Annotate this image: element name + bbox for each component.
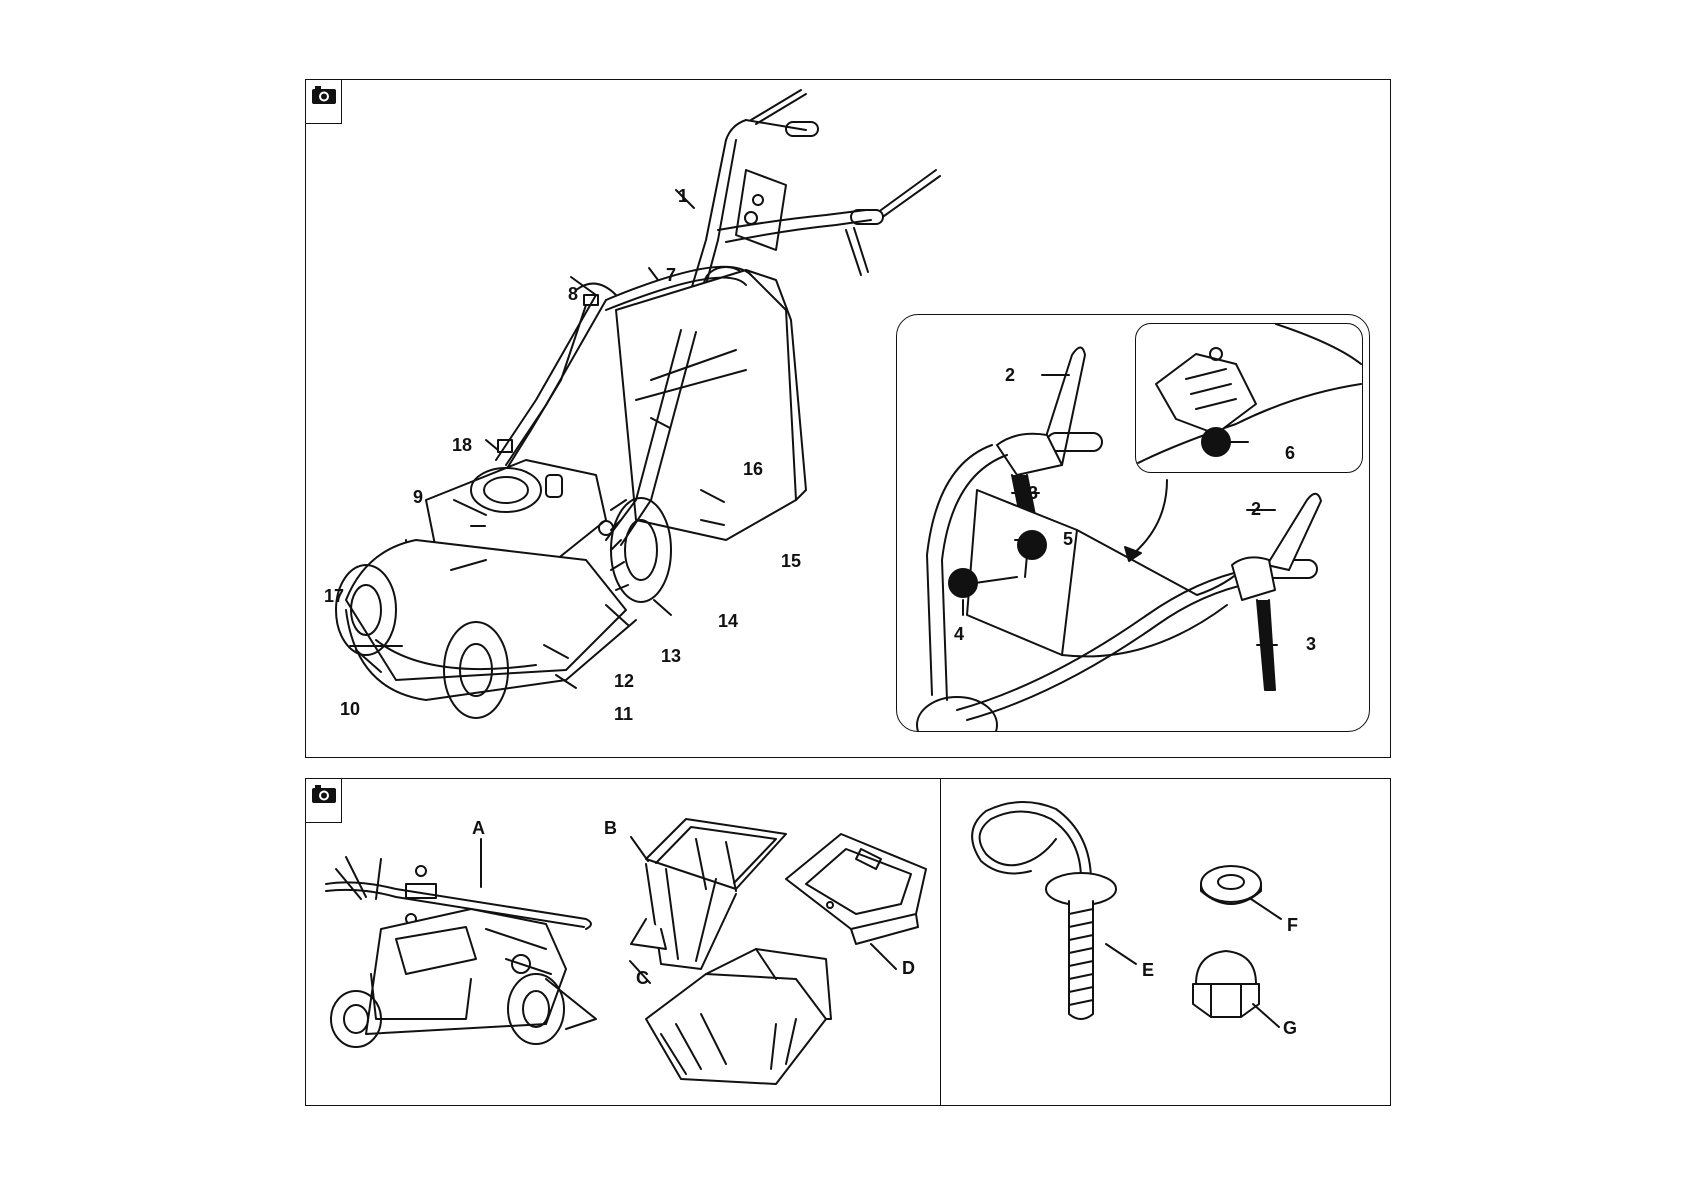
callout-12: 12 [614,671,635,691]
callout-14: 14 [718,611,739,631]
camera-icon [312,785,336,803]
mower-drawing [335,89,941,719]
callout-11: 11 [614,704,634,724]
hardware-panel: E F G [940,778,1391,1106]
camera-icon-box [306,80,342,124]
callout-F: F [1287,915,1298,935]
callout-10: 10 [340,699,361,719]
callout-inset-4: 4 [954,624,965,644]
detail-inset [1135,323,1363,473]
callout-7: 7 [666,265,677,285]
callout-18: 18 [452,435,473,455]
controls-drawing [916,346,1322,731]
callout-1: 1 [678,186,689,206]
callout-inset-2a: 2 [1005,365,1016,385]
callout-13: 13 [661,646,682,666]
detail-drawing [1136,324,1362,465]
camera-icon [312,86,336,104]
callout-D: D [902,958,915,978]
callout-17: 17 [324,586,345,606]
callout-inset-6: 6 [1285,443,1296,463]
callout-A: A [472,818,485,838]
callout-16: 16 [743,459,764,479]
callout-inset-3a: 3 [1028,483,1039,503]
hardware-drawing [971,800,1282,1028]
camera-icon-box [306,779,342,823]
callout-G: G [1283,1018,1298,1038]
callout-C: C [636,968,649,988]
overview-panel: 1 7 8 18 9 17 10 11 12 13 14 15 16 [305,79,1391,758]
callout-B: B [604,818,617,838]
controls-inset [896,314,1370,732]
callout-inset-2b: 2 [1251,499,1262,519]
callout-9: 9 [413,487,424,507]
callout-8: 8 [568,284,579,304]
callout-inset-3b: 3 [1306,634,1317,654]
accessories-drawing [325,818,927,1085]
callout-inset-5: 5 [1063,529,1074,549]
callout-E: E [1142,960,1155,980]
callout-15: 15 [781,551,802,571]
accessories-panel: A B C D [305,778,941,1106]
